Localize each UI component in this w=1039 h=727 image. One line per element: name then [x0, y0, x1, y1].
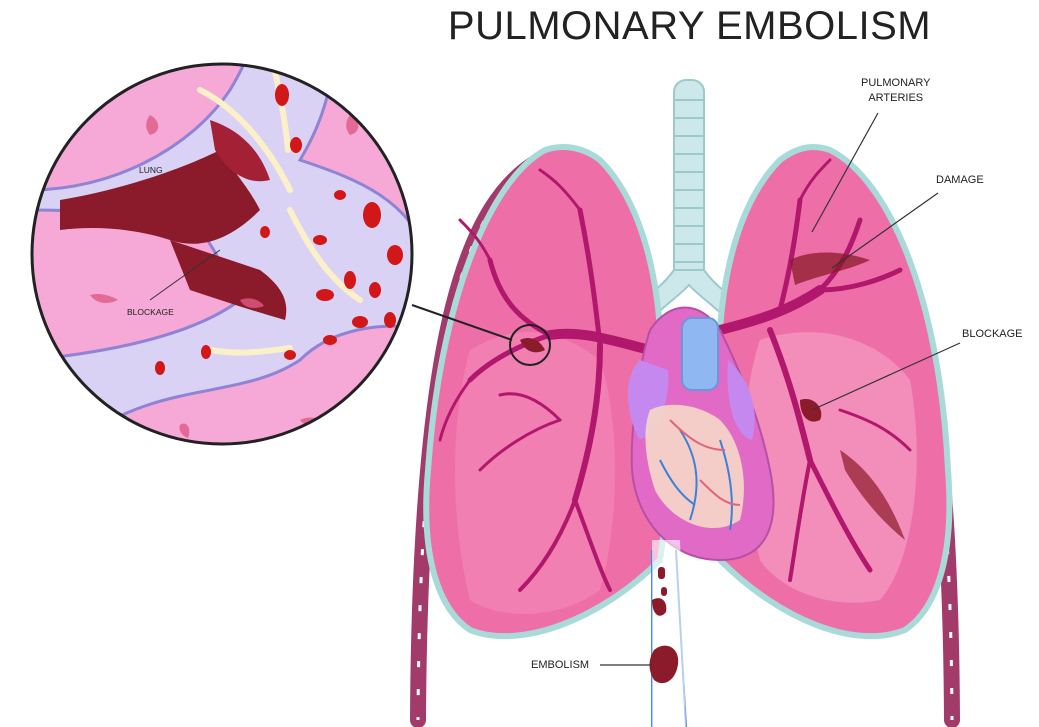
magnified-inset [30, 0, 430, 444]
vena-cava [650, 540, 687, 727]
page-title: PULMONARY EMBOLISM [0, 4, 1039, 49]
label-pulmonary-arteries-line2: ARTERIES [861, 91, 930, 106]
label-blockage-right: BLOCKAGE [962, 327, 1023, 342]
label-pulmonary-arteries-line1: PULMONARY [861, 76, 930, 91]
label-embolism: EMBOLISM [531, 658, 589, 673]
label-inset-blockage: BLOCKAGE [127, 307, 174, 318]
label-inset-lung: LUNG [139, 165, 163, 176]
label-damage: DAMAGE [936, 173, 984, 188]
label-pulmonary-arteries: PULMONARY ARTERIES [861, 76, 930, 106]
